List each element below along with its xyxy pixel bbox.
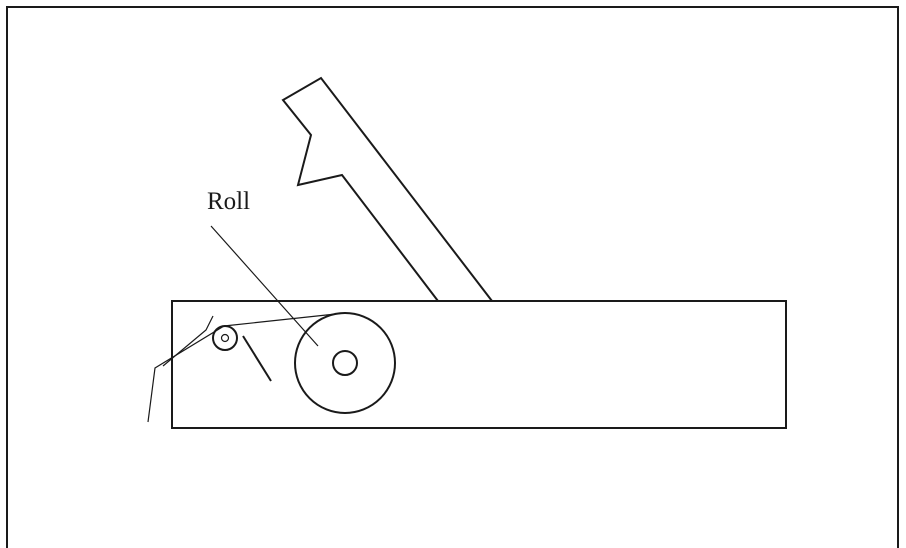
roll-leader-line bbox=[210, 225, 319, 347]
tension-blade bbox=[242, 335, 272, 382]
paper-web-bottom bbox=[162, 315, 214, 367]
roll-label: Roll bbox=[207, 188, 250, 215]
housing-body bbox=[171, 300, 787, 429]
roll-outer bbox=[294, 312, 396, 414]
lid-arm bbox=[281, 76, 493, 302]
paper-web-top bbox=[147, 312, 346, 423]
roll-core bbox=[332, 350, 358, 376]
guide-roller-inner bbox=[220, 333, 230, 343]
guide-roller-outer bbox=[212, 325, 238, 351]
outer-frame bbox=[6, 6, 899, 548]
